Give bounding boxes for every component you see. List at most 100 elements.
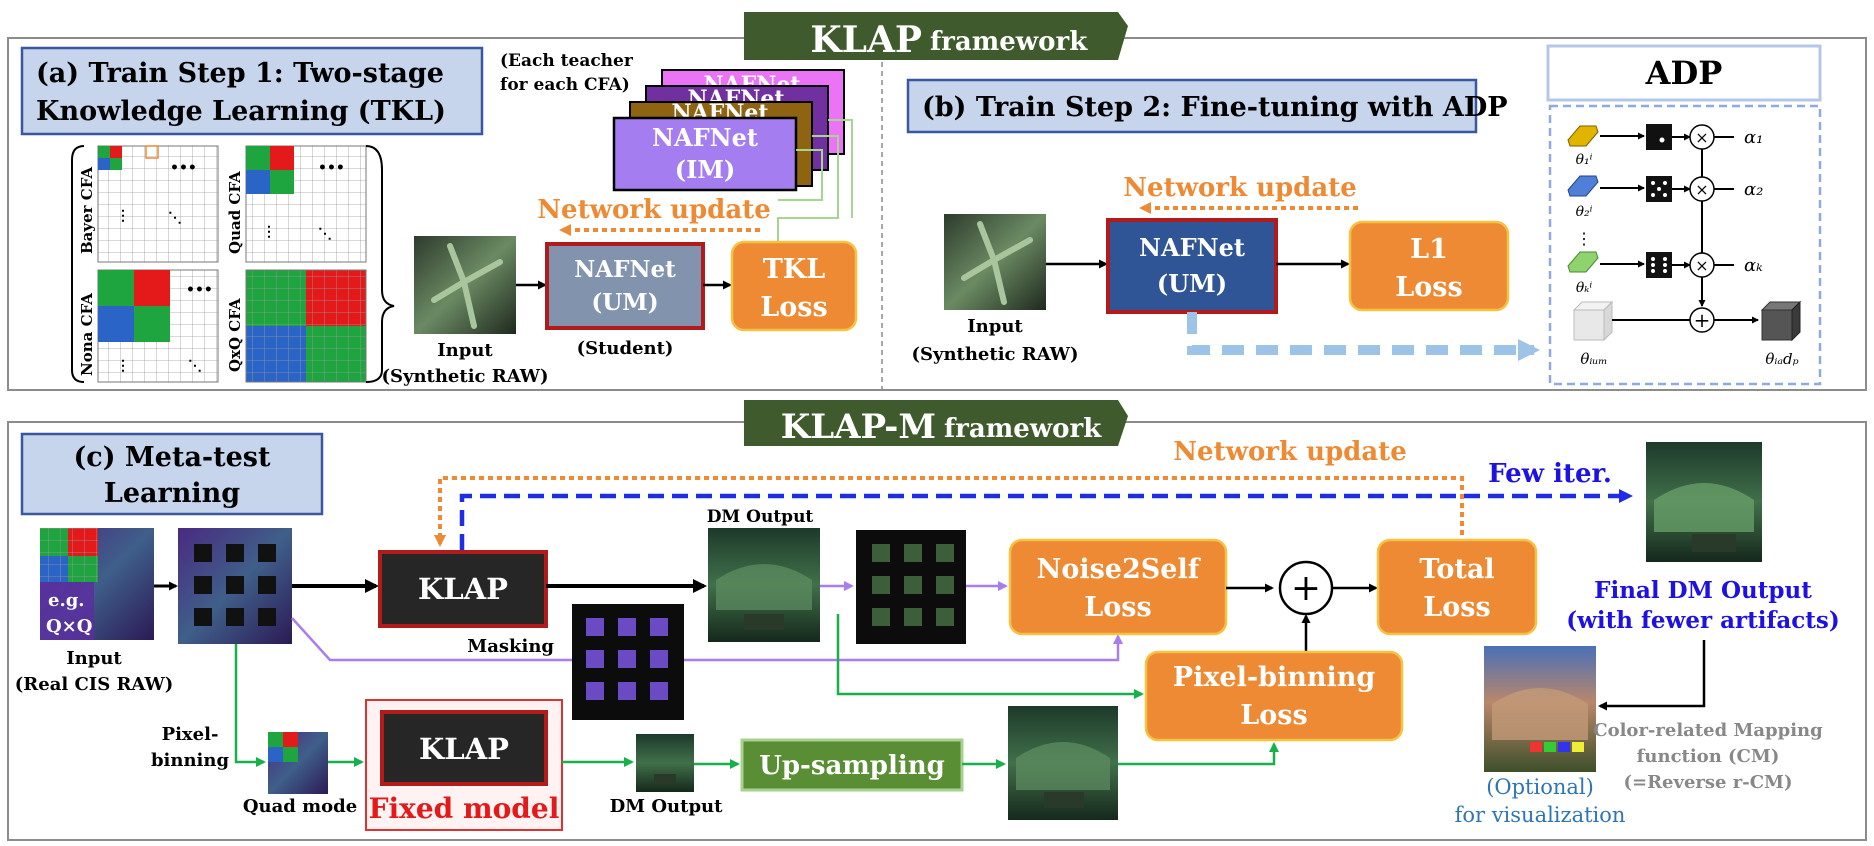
cfa-label-qxq: QxQ CFA	[226, 298, 244, 372]
loss-sum-symbol: +	[1291, 568, 1321, 609]
pixel-binning-loss-line1: Pixel-binning	[1173, 662, 1376, 693]
l1-loss-line2: Loss	[1395, 272, 1462, 303]
input-badge-line2: Q×Q	[46, 616, 92, 637]
masking-label: Masking	[467, 636, 554, 657]
l1-loss-line1: L1	[1410, 234, 1448, 265]
final-to-vis-arrow	[1598, 640, 1706, 711]
tkl-loss-line2: Loss	[760, 292, 827, 323]
klapm-header-suffix: framework	[944, 414, 1102, 444]
svg-text:•••: •••	[186, 282, 213, 298]
final-output-line1: Final DM Output	[1594, 577, 1812, 604]
total-loss-line2: Loss	[1423, 592, 1490, 623]
upsampled-output-image	[1008, 706, 1118, 820]
dm-output-top-image	[708, 528, 820, 642]
adp-sum-symbol: +	[1694, 308, 1711, 332]
masking-pattern-image	[572, 604, 684, 720]
adp-theta-um: θᵢᵤₘ	[1580, 350, 1607, 368]
svg-text:⋱: ⋱	[318, 226, 332, 242]
cm-line1: Color-related Mapping	[1593, 720, 1823, 741]
teacher-im-line1: NAFNet	[652, 123, 758, 152]
klap-model-label: KLAP	[418, 572, 508, 606]
step3-network-update: Network update	[1173, 437, 1406, 467]
um-to-adp-arrow	[1187, 312, 1540, 361]
klap-header-suffix: framework	[930, 27, 1088, 57]
step2-model-line1: NAFNet	[1139, 233, 1245, 262]
fixed-model-label: Fixed model	[369, 792, 560, 825]
upsampled-to-pb-loss-arrow	[1118, 742, 1279, 766]
visualization-image	[1484, 646, 1596, 772]
dm-output-bottom-image	[636, 734, 694, 792]
adp-theta1: θ₁ⁱ	[1576, 152, 1593, 168]
adp-param-row-1	[1567, 124, 1734, 150]
step3-input-line1: Input	[66, 648, 122, 669]
adp-title: ADP	[1645, 54, 1723, 92]
pixel-binning-loss-line2: Loss	[1240, 700, 1307, 731]
svg-text:⋮: ⋮	[116, 358, 130, 374]
step2-title-box	[906, 78, 1478, 134]
student-line1: NAFNet	[574, 256, 676, 283]
svg-text:⋮: ⋮	[262, 224, 276, 240]
adp-theta-adp: θᵢₐdₚ	[1765, 350, 1798, 368]
svg-text:⋱: ⋱	[188, 358, 202, 374]
teacher-connector-2	[777, 135, 839, 242]
noise2self-line1: Noise2Self	[1037, 554, 1202, 585]
adp-alpha1: α₁	[1744, 127, 1763, 148]
step3-title-line1: (c) Meta-test	[74, 442, 271, 473]
klap-fixed-box	[380, 710, 548, 786]
step2-network-update: Network update	[1123, 173, 1356, 203]
tkl-loss-line1: TKL	[763, 254, 826, 285]
step3-title-line2: Learning	[104, 478, 240, 509]
pixel-binning-loss-box	[1144, 650, 1404, 742]
dm-output-top-label: DM Output	[707, 507, 814, 527]
noise2self-line2: Loss	[1084, 592, 1151, 623]
svg-text:⋮: ⋮	[116, 208, 130, 224]
cfa-label-bayer: Bayer CFA	[78, 167, 96, 254]
step1-input-line1: Input	[437, 340, 493, 361]
step2-title: (b) Train Step 2: Fine-tuning with ADP	[922, 92, 1508, 123]
binning-line2: binning	[151, 750, 230, 771]
step1-network-update: Network update	[537, 195, 770, 225]
total-loss-box	[1376, 538, 1538, 636]
adp-dots: ⋮	[1576, 229, 1592, 248]
cfa-grid-bayer: ••• ⋮ ⋱	[97, 145, 219, 263]
input-badge-line1: e.g.	[48, 590, 85, 611]
teacher-note-line2: for each CFA)	[500, 75, 630, 95]
step1-input-line2: (Synthetic RAW)	[381, 366, 548, 387]
input-badge-bg	[40, 582, 94, 640]
step3-title-box	[20, 432, 324, 516]
cfa-label-nona: Nona CFA	[78, 293, 96, 376]
teacher-connector-1	[778, 149, 823, 201]
total-loss-line1: Total	[1419, 554, 1494, 585]
tkl-loss-box	[730, 240, 858, 332]
cfa-bracket-left	[71, 145, 85, 383]
adp-thetak: θₖⁱ	[1576, 280, 1593, 296]
cm-line2: function (CM)	[1637, 746, 1780, 767]
student-line2: (UM)	[591, 289, 658, 316]
klap-model-box	[378, 550, 548, 628]
step2-input-line1: Input	[967, 316, 1023, 337]
dm-output-bottom-label: DM Output	[610, 796, 724, 817]
klapm-header-banner	[744, 400, 1128, 446]
adp-param-row-k	[1567, 251, 1734, 278]
l1-loss-box	[1348, 220, 1510, 312]
adp-mult-symbol-1: ×	[1695, 128, 1708, 147]
adp-alphak: αₖ	[1744, 255, 1763, 276]
masked-input-image	[178, 528, 292, 644]
few-iter-label: Few iter.	[1488, 459, 1612, 489]
cfa-bracket-right	[365, 145, 395, 383]
adp-mult-symbol-k: ×	[1695, 256, 1708, 275]
optional-line1: (Optional)	[1486, 775, 1594, 799]
binning-arrow	[234, 644, 266, 767]
cfa-grid-quad: ••• ⋮ ⋱	[245, 145, 367, 263]
step2-model-box	[1106, 218, 1278, 314]
svg-text:•••: •••	[170, 160, 197, 176]
adp-theta-adp-cube	[1760, 300, 1802, 342]
klap-header-main: KLAP	[810, 19, 922, 61]
adp-theta2: θ₂ⁱ	[1576, 204, 1593, 220]
teacher-note-line1: (Each teacher	[500, 51, 634, 71]
cm-line3: (=Reverse r-CM)	[1624, 772, 1793, 793]
adp-param-row-2	[1567, 175, 1734, 202]
step1-input-image-detail	[431, 243, 503, 329]
optional-line2: for visualization	[1455, 803, 1626, 827]
cfa-grid-nona: ••• ⋮ ⋱	[97, 269, 219, 383]
